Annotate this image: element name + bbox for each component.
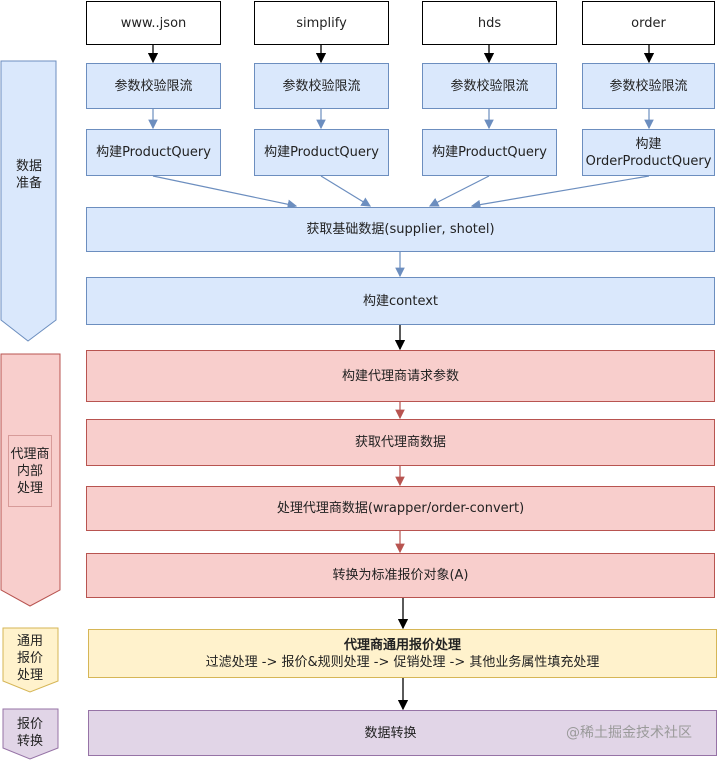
source-box-order: order [582, 1, 715, 45]
agent-process-data-box: 处理代理商数据(wrapper/order-convert) [86, 486, 715, 531]
stage-label-frame [8, 435, 52, 507]
source-box-hds: hds [422, 1, 557, 45]
validate-box-3: 参数校验限流 [422, 63, 557, 109]
stage-label-agent: 代理商 内部 处理 [10, 447, 50, 496]
stage-label-convert: 报价 转换 [16, 717, 43, 749]
build-context-box: 构建context [86, 277, 715, 325]
data-convert-box: 数据转换 [88, 710, 717, 756]
build-query-box-1: 构建ProductQuery [86, 129, 221, 176]
source-box-www-json: www..json [86, 1, 221, 45]
build-order-query-box: 构建 OrderProductQuery [582, 129, 715, 176]
stage-label-prepare: 数据 准备 [15, 159, 42, 191]
common-processing-detail: 过滤处理 -> 报价&规则处理 -> 促销处理 -> 其他业务属性填充处理 [205, 654, 600, 670]
fetch-base-data-box: 获取基础数据(supplier, shotel) [86, 207, 715, 252]
data-convert-label: 数据转换 [364, 725, 417, 741]
validate-box-4: 参数校验限流 [582, 63, 715, 109]
agent-convert-standard-box: 转换为标准报价对象(A) [86, 553, 715, 598]
agent-build-params-box: 构建代理商请求参数 [86, 350, 715, 402]
stage-shape-common [2, 627, 59, 693]
watermark: @稀土掘金技术社区 [566, 725, 692, 741]
stage-shape-convert [2, 708, 59, 760]
source-box-simplify: simplify [254, 1, 389, 45]
agent-fetch-data-box: 获取代理商数据 [86, 419, 715, 466]
validate-box-1: 参数校验限流 [86, 63, 221, 109]
stage-label-common: 通用 报价 处理 [16, 634, 43, 683]
common-processing-title: 代理商通用报价处理 [343, 637, 461, 653]
stage-shape-prepare [0, 60, 57, 342]
validate-box-2: 参数校验限流 [254, 63, 389, 109]
common-processing-box: 代理商通用报价处理 过滤处理 -> 报价&规则处理 -> 促销处理 -> 其他业… [88, 629, 717, 678]
build-query-box-2: 构建ProductQuery [254, 129, 389, 176]
build-query-box-3: 构建ProductQuery [422, 129, 557, 176]
